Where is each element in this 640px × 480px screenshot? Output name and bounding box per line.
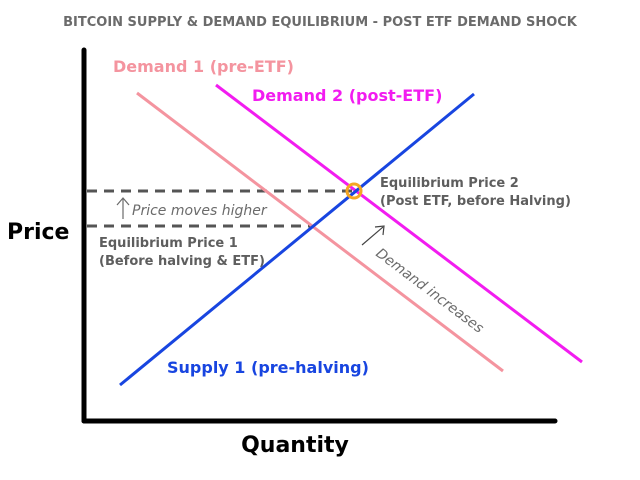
equilibrium-2-subtitle: (Post ETF, before Halving) — [380, 194, 571, 209]
equilibrium-2-title: Equilibrium Price 2 — [380, 176, 519, 191]
equilibrium-circle-icon — [345, 182, 363, 200]
demand-1-curve — [136, 91, 504, 373]
diagonal-arrow-icon — [361, 225, 385, 246]
demand-1-label: Demand 1 (pre-ETF) — [113, 57, 294, 76]
price-moves-note: Price moves higher — [132, 203, 268, 219]
x-axis-label: Quantity — [241, 433, 349, 458]
up-arrow-icon — [116, 197, 130, 219]
diagram-title: BITCOIN SUPPLY & DEMAND EQUILIBRIUM - PO… — [63, 15, 578, 30]
y-axis-label: Price — [7, 220, 69, 245]
equilibrium-1-subtitle: (Before halving & ETF) — [99, 254, 265, 269]
supply-1-label: Supply 1 (pre-halving) — [167, 358, 369, 377]
demand-2-label: Demand 2 (post-ETF) — [252, 86, 442, 105]
demand-2-curve — [215, 83, 583, 364]
demand-increases-note: Demand increases — [373, 245, 487, 336]
equilibrium-1-title: Equilibrium Price 1 — [99, 236, 238, 251]
supply-1-curve — [119, 92, 475, 387]
